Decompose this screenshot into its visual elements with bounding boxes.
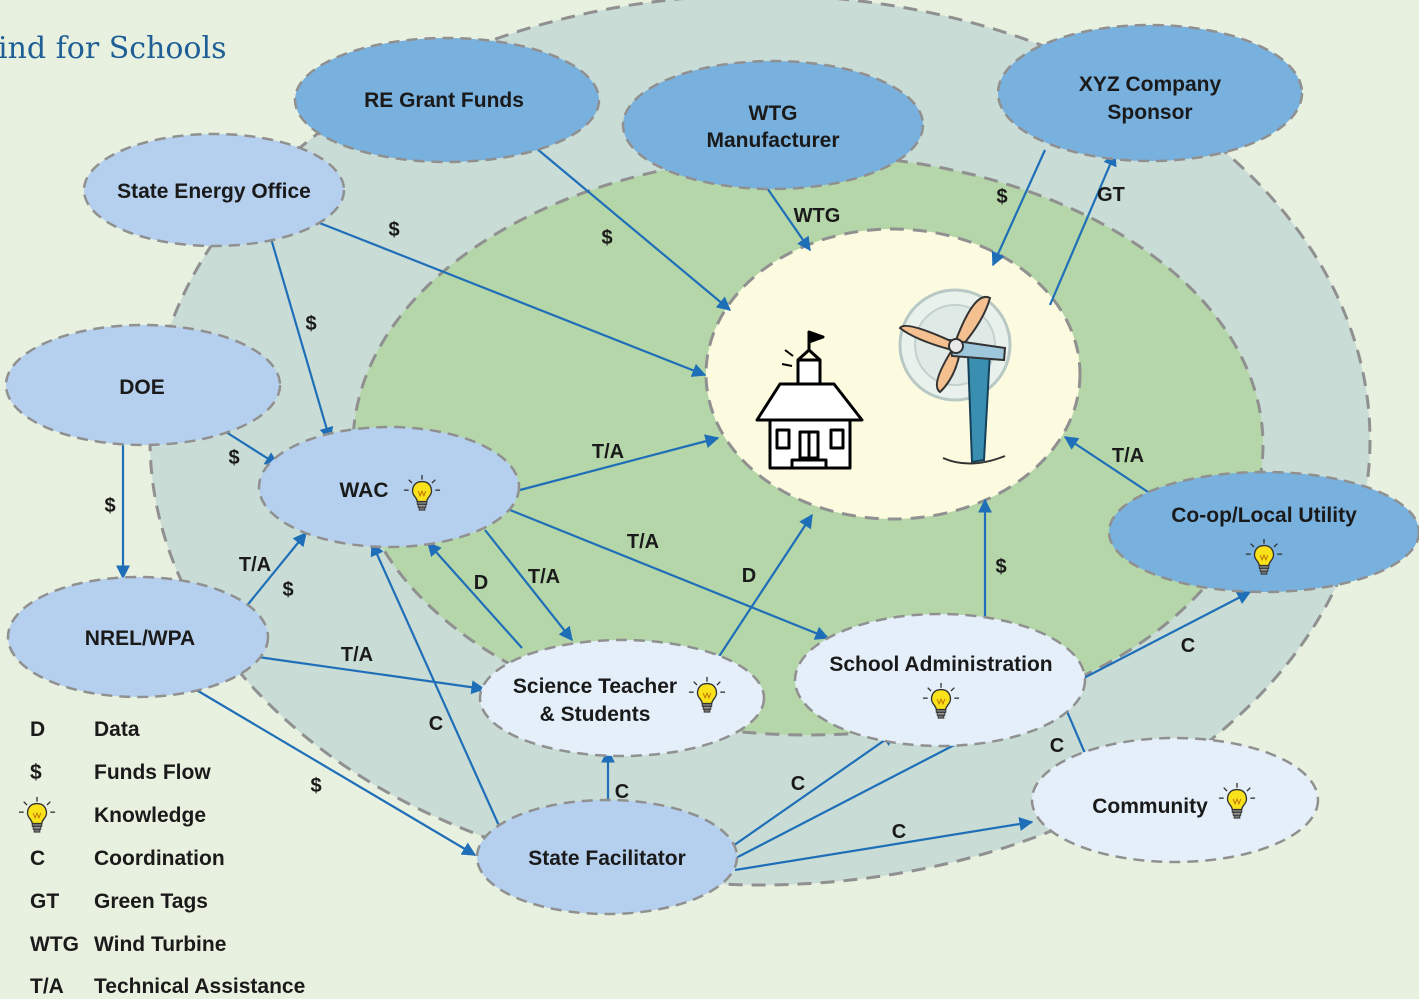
- edge-label-facilitator-teacher: C: [615, 781, 629, 803]
- legend-key-funds: $: [30, 761, 42, 784]
- edge-label-admin-community: C: [1050, 735, 1064, 757]
- legend-value-green-tags: Green Tags: [94, 890, 208, 913]
- edge-label-facilitator-community: C: [892, 821, 906, 843]
- legend-value-knowledge: Knowledge: [94, 804, 206, 827]
- edge-label-wac-teacher: T/A: [528, 566, 560, 588]
- center-school-circle: [704, 227, 1082, 521]
- legend-key-technical-assistance: T/A: [30, 975, 64, 998]
- label-nrel-wpa: NREL/WPA: [85, 627, 195, 650]
- edge-label-facilitator-coop: C: [1181, 635, 1195, 657]
- node-wtg-manufacturer[interactable]: [621, 59, 925, 191]
- wind-turbine-icon: [898, 288, 1012, 465]
- arrow-coop-school: [1063, 436, 1149, 493]
- edge-label-wtg-school: WTG: [794, 205, 841, 227]
- arrow-facilitator-wac: [370, 541, 512, 843]
- edge-label-wac-school: T/A: [592, 441, 624, 463]
- legend-value-technical-assistance: Technical Assistance: [94, 975, 305, 998]
- edge-label-doe-wac: $: [228, 447, 239, 469]
- edge-label-wac-admin: T/A: [627, 531, 659, 553]
- node-community[interactable]: [1030, 736, 1320, 864]
- label-co-op-local-utility: Co-op/Local Utility: [1171, 504, 1357, 527]
- schoolhouse-icon: [755, 330, 864, 470]
- edge-label-facilitator-admin: C: [791, 773, 805, 795]
- edge-label-facilitator-wac: C: [429, 713, 443, 735]
- legend: D Data $ Funds Flow Knowledge C Coordina…: [18, 718, 305, 998]
- legend-key-green-tags: GT: [30, 890, 59, 913]
- arrow-facilitator-community: [734, 817, 1034, 872]
- label-school-administration: School Administration: [829, 653, 1052, 676]
- legend-key-wind-turbine: WTG: [30, 933, 79, 956]
- edge-label-nrel-facilitator: $: [310, 775, 321, 797]
- arrow-school-xyz: [1048, 151, 1117, 306]
- edge-label-admin-school: $: [995, 556, 1006, 578]
- page-title: ind for Schools: [0, 31, 227, 66]
- arrow-xyz-school: [991, 149, 1047, 267]
- node-co-op-local-utility[interactable]: [1107, 470, 1419, 594]
- node-science-teacher[interactable]: [478, 638, 766, 758]
- edge-label-seo-wac: $: [305, 313, 316, 335]
- node-doe[interactable]: [4, 323, 282, 447]
- edge-label-nrel-wac-funds: $: [282, 579, 293, 601]
- edge-label-school-xyz: GT: [1097, 184, 1125, 206]
- edge-label-teacher-wac: D: [474, 572, 488, 594]
- node-nrel-wpa[interactable]: [6, 575, 270, 699]
- arrow-seo-school: [311, 218, 707, 377]
- label-doe: DOE: [119, 376, 165, 399]
- label-wac: WAC: [340, 479, 389, 502]
- edge-label-coop-school: T/A: [1112, 445, 1144, 467]
- label-wtg-manufacturer-1: WTG: [749, 102, 798, 125]
- node-re-grant-funds[interactable]: [293, 36, 601, 164]
- edge-label-doe-nrel: $: [104, 495, 115, 517]
- label-science-teacher-2: & Students: [540, 703, 651, 726]
- arrow-nrel-wac-ta: [244, 531, 307, 609]
- legend-value-data: Data: [94, 718, 140, 741]
- arrow-teacher-school: [705, 513, 813, 673]
- edge-label-nrel-wac-ta: T/A: [239, 554, 271, 576]
- node-state-energy-office[interactable]: [82, 132, 346, 248]
- arrow-wac-school: [519, 434, 720, 492]
- node-state-facilitator[interactable]: [475, 798, 739, 916]
- label-state-facilitator: State Facilitator: [528, 847, 686, 870]
- label-wtg-manufacturer-2: Manufacturer: [706, 129, 839, 152]
- legend-key-data: D: [30, 718, 45, 741]
- edge-label-re-school: $: [601, 227, 612, 249]
- label-state-energy-office: State Energy Office: [117, 180, 311, 203]
- arrow-seo-wac: [263, 217, 334, 442]
- label-xyz-1: XYZ Company: [1079, 73, 1222, 96]
- label-community: Community: [1092, 795, 1208, 818]
- edge-label-nrel-teacher: T/A: [341, 644, 373, 666]
- legend-value-coordination: Coordination: [94, 847, 225, 870]
- node-school-administration[interactable]: [793, 612, 1087, 748]
- lightbulb-icon: [18, 796, 56, 833]
- arrow-facilitator-admin: [729, 732, 897, 849]
- legend-key-coordination: C: [30, 847, 45, 870]
- node-wac[interactable]: [257, 425, 521, 549]
- legend-value-wind-turbine: Wind Turbine: [94, 933, 226, 956]
- legend-value-funds: Funds Flow: [94, 761, 211, 784]
- edge-label-teacher-school: D: [742, 565, 756, 587]
- arrow-wtg-school: [764, 184, 811, 252]
- node-xyz-company-sponsor[interactable]: [996, 23, 1304, 163]
- edge-label-seo-school: $: [388, 219, 399, 241]
- label-xyz-2: Sponsor: [1107, 101, 1192, 124]
- label-science-teacher-1: Science Teacher: [513, 675, 677, 698]
- arrow-re-school: [529, 142, 732, 311]
- label-re-grant-funds: RE Grant Funds: [364, 89, 524, 112]
- edge-label-xyz-school: $: [996, 186, 1007, 208]
